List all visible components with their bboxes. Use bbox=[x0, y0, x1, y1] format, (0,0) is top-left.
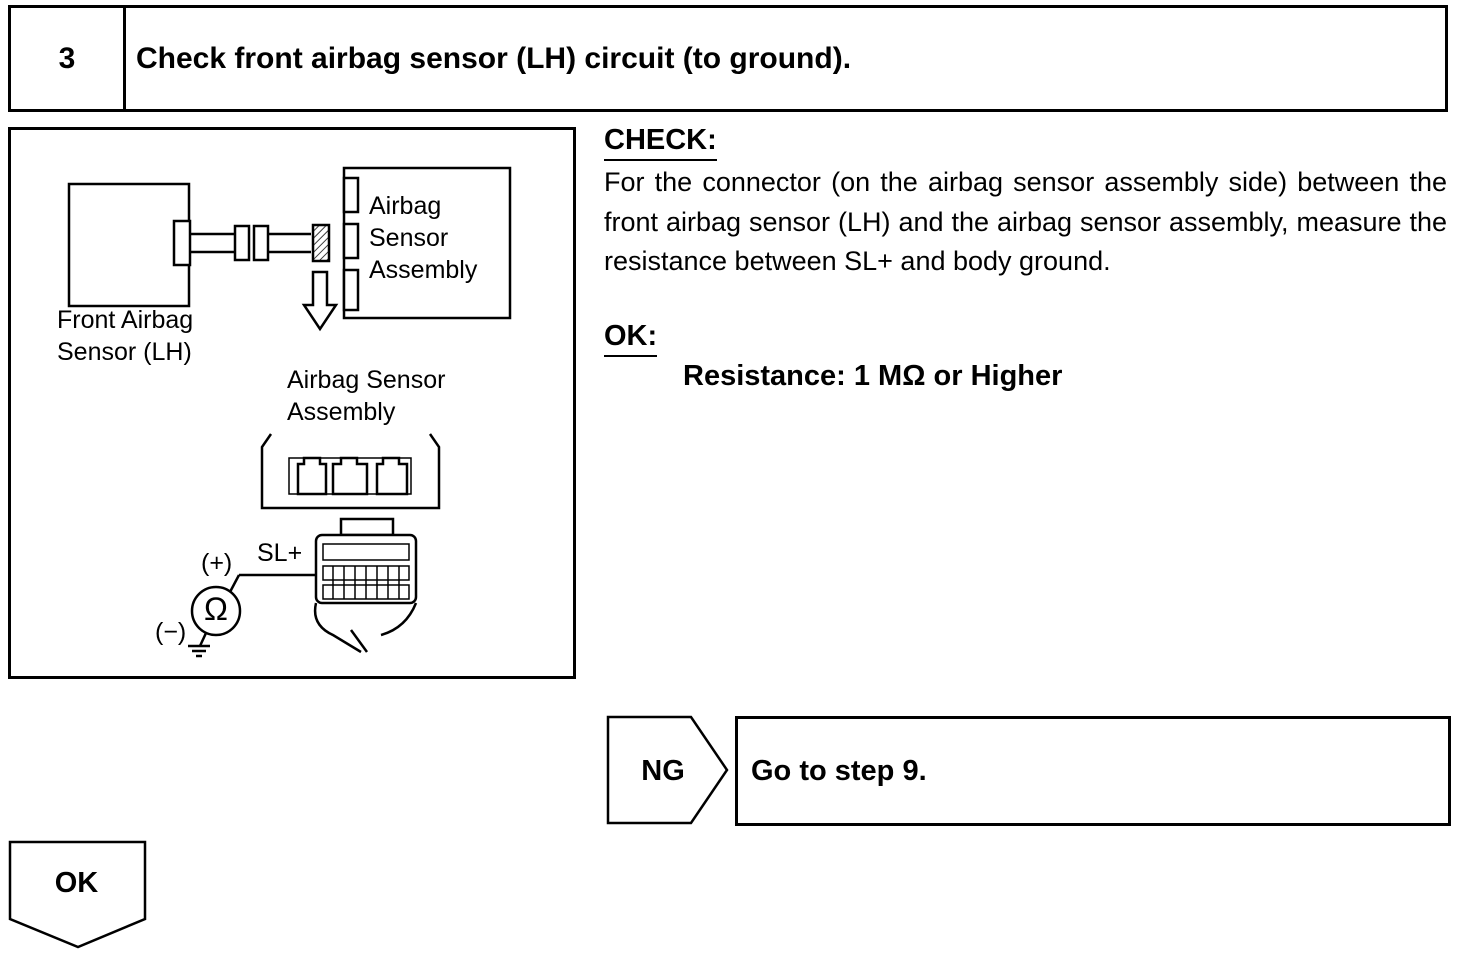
sensor-connector bbox=[172, 219, 192, 267]
ohm-symbol: Ω bbox=[204, 591, 228, 627]
harness-connector-1 bbox=[233, 224, 251, 262]
step-header: 3 Check front airbag sensor (LH) circuit… bbox=[8, 5, 1448, 112]
label-airbag-sensor-assembly-top: Airbag Sensor Assembly bbox=[369, 192, 478, 284]
label-airbag-sensor-assembly: Airbag Sensor Assembly bbox=[287, 366, 446, 426]
assembly-housing bbox=[260, 433, 441, 510]
connector-socket-3 bbox=[375, 456, 409, 496]
wiring-diagram-illustration bbox=[67, 166, 512, 658]
ohmmeter bbox=[190, 585, 242, 637]
check-instruction-text: For the connector (on the airbag sensor … bbox=[604, 167, 1447, 276]
harness-connector-2 bbox=[252, 224, 270, 262]
front-airbag-sensor-body bbox=[67, 182, 191, 308]
connector-socket-1 bbox=[296, 456, 328, 496]
label-front-airbag-sensor: Front Airbag Sensor (LH) bbox=[57, 306, 194, 366]
ok-heading: OK: bbox=[604, 320, 658, 357]
ng-action-text: Go to step 9. bbox=[751, 754, 927, 787]
ok-arrow-shape bbox=[8, 840, 147, 949]
ng-label: NG bbox=[641, 754, 685, 787]
resistance-specification: Resistance: 1 MΩ or Higher bbox=[683, 360, 1063, 392]
wiring-diagram: Airbag Sensor Assembly Front Airbag Sens… bbox=[8, 127, 576, 679]
ng-arrow-shape bbox=[606, 715, 729, 825]
label-positive: (+) bbox=[201, 549, 233, 577]
step-title: Check front airbag sensor (LH) circuit (… bbox=[136, 41, 852, 75]
label-terminal-sl-plus: SL+ bbox=[257, 539, 303, 567]
step-number: 3 bbox=[11, 8, 126, 109]
disconnected-connector bbox=[311, 223, 331, 263]
ng-action-box: Go to step 9. bbox=[735, 716, 1451, 826]
check-heading: CHECK: bbox=[604, 124, 717, 161]
down-arrow bbox=[301, 270, 339, 332]
ok-label: OK bbox=[54, 866, 99, 899]
label-negative: (−) bbox=[155, 618, 187, 646]
harness-plug bbox=[313, 517, 418, 654]
connector-socket-2 bbox=[331, 456, 369, 496]
